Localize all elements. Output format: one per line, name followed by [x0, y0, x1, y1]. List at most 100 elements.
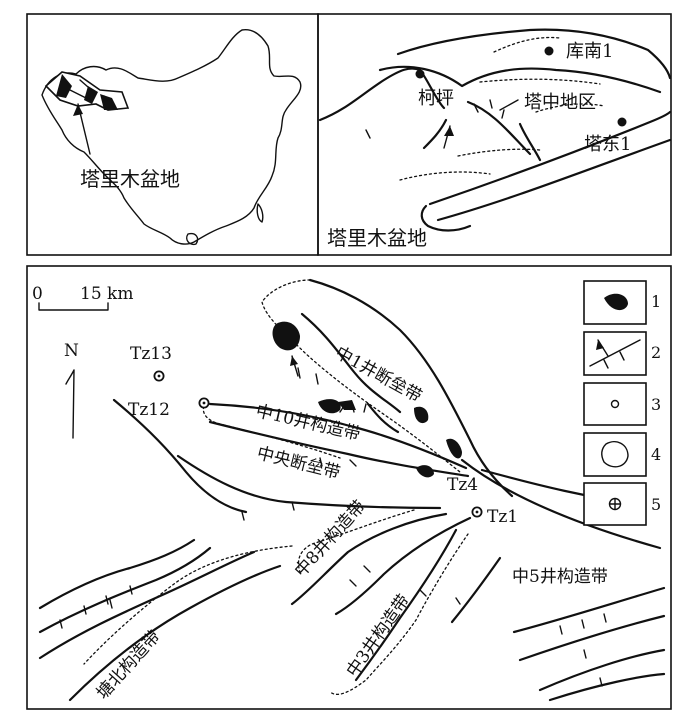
basin-south-boundary-2 [436, 138, 672, 222]
legend-num-3: 3 [651, 395, 661, 414]
zhong1-ticks [297, 367, 367, 413]
north-arrow: N [64, 341, 79, 439]
china-inset-frame [26, 13, 319, 256]
tangbei-fault-2 [38, 546, 212, 634]
place-tazhong: 塔中地区 [524, 92, 596, 113]
well-tz4-label: Tz4 [447, 475, 478, 495]
basin-dotted-2 [479, 78, 601, 85]
legend-item-2: 2 [583, 331, 661, 376]
place-keping: 柯坪 [418, 88, 454, 109]
taiwan-island [256, 203, 264, 223]
zhong8-fault-2 [334, 516, 472, 616]
legend: 1 2 3 4 [583, 280, 661, 526]
southeast-fault-1 [512, 586, 666, 634]
field-body [272, 321, 300, 351]
scale-bar: 0 15 km [32, 284, 133, 311]
basin-interior-fault-1 [466, 100, 532, 156]
wells: Tz13 Tz12 Tz4 Tz1 [128, 344, 518, 527]
well-tz1-label: Tz1 [487, 507, 518, 527]
circle-plus-icon [608, 497, 622, 511]
legend-num-4: 4 [651, 445, 661, 464]
legend-item-5: 5 [583, 482, 661, 526]
basin-interior-fault-3 [518, 122, 542, 162]
basin-inset-frame [317, 13, 672, 256]
basin-ticks [365, 99, 505, 139]
kunan-well-marker [544, 46, 554, 56]
outline-shape-icon [601, 440, 629, 468]
basin-south-boundary-1 [428, 110, 672, 206]
zone-zhong5-label: 中5井构造带 [512, 567, 608, 587]
china-inset: 塔里木盆地 [26, 13, 319, 256]
southeast-ticks [559, 613, 607, 687]
basin-inset: 库南1 柯坪 塔中地区 塔东1 塔里木盆地 [317, 13, 672, 256]
central-zone-fault [176, 454, 442, 510]
tangbei-fault-4 [68, 564, 282, 702]
southeast-fault-2 [518, 614, 666, 662]
field-body [338, 400, 356, 410]
scale-value: 15 km [80, 284, 133, 304]
north-label: N [64, 341, 79, 361]
fault-arrow-icon [589, 339, 641, 369]
legend-num-5: 5 [651, 495, 661, 514]
china-outline [41, 29, 302, 245]
basin-dotted-5 [399, 171, 491, 181]
basin-south-boundary-3 [420, 204, 472, 232]
field-bodies [272, 321, 462, 478]
tazhong-pointer [499, 99, 519, 111]
central-zone-ticks [241, 501, 295, 521]
field-body [414, 406, 429, 424]
scale-zero: 0 [32, 284, 43, 304]
zhong3-fault-2 [450, 556, 502, 624]
tarim-basin-shape [44, 71, 130, 111]
legend-item-3: 3 [583, 382, 661, 426]
zhong10-fault-1 [208, 402, 468, 470]
main-convergence-fault-1 [460, 458, 662, 550]
legend-item-4: 4 [583, 432, 661, 477]
zhong3-zone-outline [329, 533, 469, 695]
black-blob-icon [604, 293, 628, 311]
zone-zhong1-label: 中1井断垒带 [332, 343, 426, 407]
basin-interior-fault-2 [422, 118, 448, 150]
zhong8-fault-1 [290, 512, 448, 606]
tangbei-fault-1 [38, 538, 196, 610]
legend-num-1: 1 [651, 292, 661, 311]
central-zone-west-fault [112, 398, 248, 514]
zhong8-ticks [349, 565, 371, 587]
southeast-fault-4 [548, 672, 666, 702]
basin-dotted-3 [535, 103, 605, 113]
basin-dotted-1 [493, 36, 561, 53]
tangbei-ticks [59, 585, 133, 629]
place-kunan: 库南1 [566, 41, 613, 62]
zhong3-ticks [419, 589, 461, 605]
well-tz12-label: Tz12 [128, 400, 170, 420]
field-body [446, 438, 462, 459]
zhong1-north-fault [308, 278, 514, 498]
basin-fault-arrowhead [444, 126, 454, 136]
pointer-arrow-head [73, 104, 83, 116]
tangbei-zone-outline [83, 545, 293, 665]
hainan-island [186, 232, 199, 246]
keping-marker [415, 69, 425, 79]
basin-north-boundary-2 [378, 65, 662, 94]
place-tadong: 塔东1 [584, 134, 631, 155]
zhong1-zone-outline [261, 279, 461, 473]
basin-west-fault [318, 67, 446, 122]
china-inset-label: 塔里木盆地 [80, 167, 180, 191]
well-tz13-label: Tz13 [130, 344, 172, 364]
legend-num-2: 2 [651, 343, 661, 362]
main-map: 0 15 km N [26, 265, 672, 710]
zhong1-inner-fault [300, 312, 402, 414]
tadong-well-marker [617, 117, 627, 127]
basin-dotted-4 [457, 148, 541, 157]
zhong10-fault-3 [366, 402, 400, 434]
small-circle-icon [610, 399, 620, 409]
field-body [318, 399, 341, 414]
zone-zhong3-label: 中3井构造带 [343, 591, 414, 681]
zhong1-arrowhead [290, 356, 298, 366]
basin-inset-label: 塔里木盆地 [327, 226, 427, 250]
basin-north-boundary [396, 28, 672, 80]
zhong3-fault-1 [354, 528, 458, 682]
legend-item-1: 1 [583, 280, 661, 325]
